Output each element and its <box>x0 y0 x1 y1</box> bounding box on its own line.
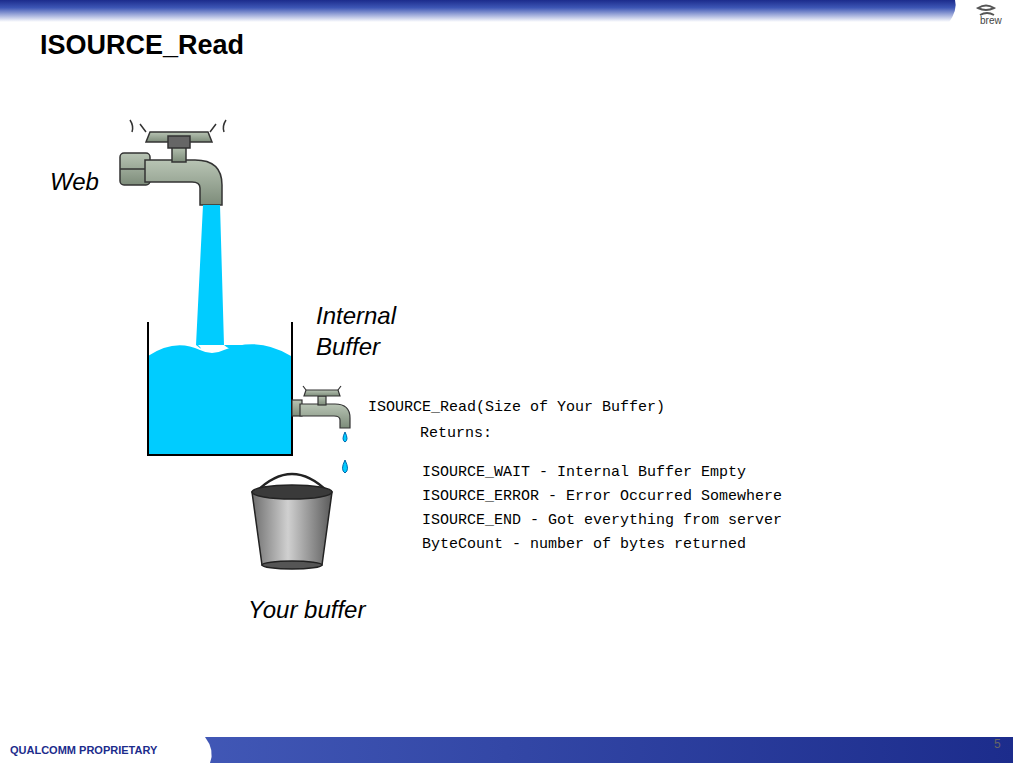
source-label: Web <box>50 166 99 197</box>
return-value: ISOURCE_ERROR - Error Occurred Somewhere <box>422 487 782 507</box>
buffer-label: Internal Buffer <box>316 300 446 362</box>
footer-proprietary: QUALCOMM PROPRIETARY <box>10 743 157 757</box>
web-faucet <box>120 120 226 205</box>
header-band <box>0 0 1013 22</box>
returns-heading: Returns: <box>420 424 492 444</box>
function-call: ISOURCE_Read(Size of Your Buffer) <box>368 398 665 418</box>
footer-band <box>0 737 1013 763</box>
return-value: ByteCount - number of bytes returned <box>422 535 746 555</box>
bucket-label: Your buffer <box>248 594 365 625</box>
slide-title: ISOURCE_Read <box>40 30 244 61</box>
footer-logo-area <box>0 737 212 763</box>
return-value: ISOURCE_WAIT - Internal Buffer Empty <box>422 463 746 483</box>
bucket <box>252 474 332 569</box>
water-drop <box>343 460 348 473</box>
page-number: 5 <box>994 737 1001 753</box>
brew-logo-mark <box>978 6 994 16</box>
water-drop <box>343 432 347 442</box>
brew-logo-text: brew <box>980 14 1002 27</box>
buffer-tank <box>148 322 292 455</box>
return-value: ISOURCE_END - Got everything from server <box>422 511 782 531</box>
water-stream <box>196 205 250 350</box>
buffer-faucet <box>292 386 350 428</box>
buffer-water <box>148 344 291 455</box>
